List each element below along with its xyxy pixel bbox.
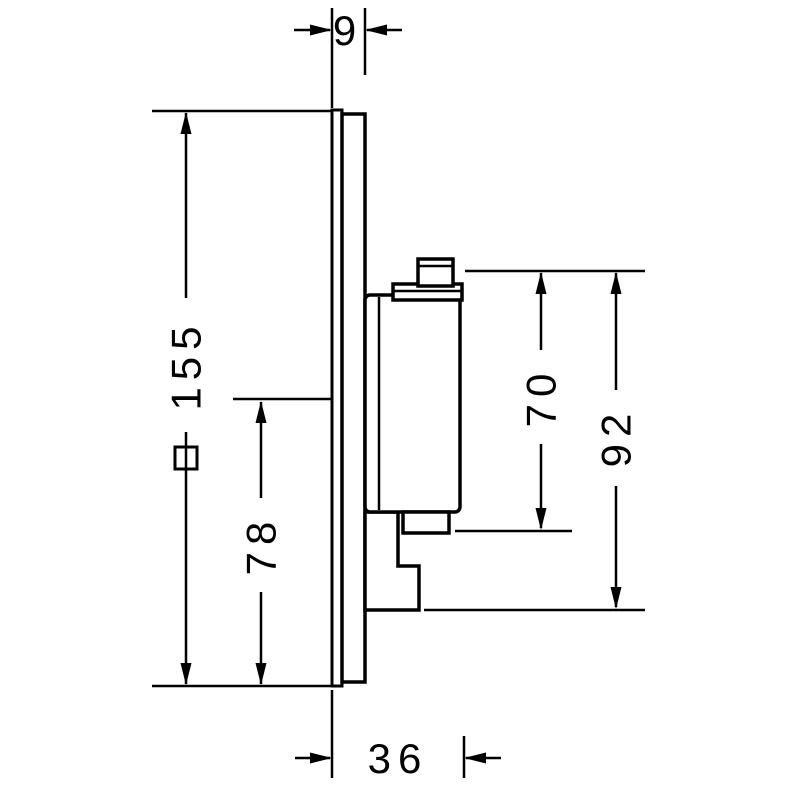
dimension-center-to-bottom: 78 xyxy=(233,397,331,685)
arrowhead-down xyxy=(255,663,267,685)
arrowhead-left xyxy=(365,24,387,36)
dimension-label: 70 xyxy=(518,367,565,428)
arrowhead-down xyxy=(610,587,622,609)
valve-body xyxy=(363,257,464,612)
arrowhead-right xyxy=(310,24,332,36)
arrowhead-down xyxy=(180,663,192,685)
escutcheon-plate xyxy=(330,108,367,688)
dimension-body-height: 70 xyxy=(455,269,645,533)
dimension-plate-height: 155 xyxy=(152,109,331,688)
top-knob xyxy=(416,257,455,288)
arrowhead-up xyxy=(180,112,192,134)
dimension-label: 155 xyxy=(163,319,210,410)
dimension-body-overall-height: 92 xyxy=(424,272,645,612)
arrowhead-up xyxy=(255,401,267,423)
arrowhead-left xyxy=(464,752,486,764)
arrowhead-up xyxy=(610,272,622,294)
arrowhead-up xyxy=(535,272,547,294)
bottom-knob xyxy=(401,510,451,535)
dimension-label: 78 xyxy=(238,515,285,576)
arrowhead-right xyxy=(310,752,332,764)
arrowhead-down xyxy=(535,508,547,530)
plate-front xyxy=(340,112,367,684)
dimension-label: 92 xyxy=(593,407,640,468)
square-dimension-symbol xyxy=(173,445,199,471)
dimension-label: 9 xyxy=(333,7,363,54)
dimension-overall-depth: 36 xyxy=(295,690,501,782)
dimension-plate-thickness: 9 xyxy=(294,7,402,108)
dimension-label: 36 xyxy=(368,735,429,782)
